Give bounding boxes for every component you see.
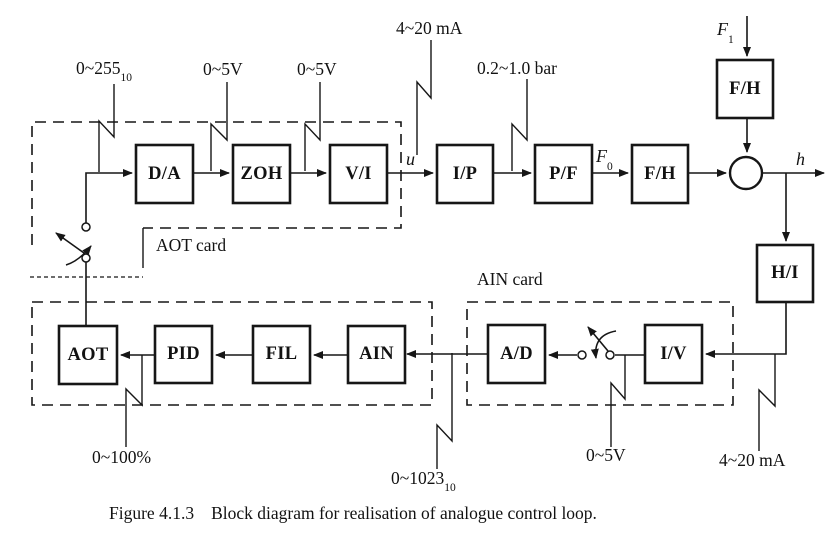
block-label-aot: AOT [67, 344, 109, 365]
block-pid-box [153, 324, 214, 385]
annotation-0-5v-2: 0~5V [297, 59, 337, 79]
leader-bar [511, 79, 528, 171]
annotation-0-100: 0~100% [92, 447, 152, 467]
ain-switch [577, 326, 617, 360]
annotation-bar: 0.2~1.0 bar [477, 58, 557, 78]
block-label-hi: H/I [771, 263, 799, 283]
wire-switch-to-da [85, 169, 133, 223]
block-label-vi: V/I [345, 163, 372, 184]
card-label-ain: AIN card [477, 269, 543, 289]
leader-0-5v-2 [304, 82, 321, 171]
ain-switch-contact-left [577, 350, 587, 360]
card-label-aot: AOT card [156, 235, 227, 255]
leader-0-5v-1 [210, 82, 228, 171]
summing-junction [728, 155, 764, 191]
block-label-ain: AIN [359, 344, 394, 364]
figure-caption: Figure 4.1.3 Block diagram for realisatio… [109, 503, 597, 524]
block-aot-box [57, 324, 119, 386]
ain-switch-blade [587, 326, 609, 352]
block-hi-box [755, 243, 815, 304]
block-label-fh: F/H [644, 163, 676, 184]
block-label-zoh: ZOH [240, 163, 283, 184]
annotation-0-1023: 0~102310 [391, 468, 456, 494]
block-label-pf: P/F [549, 163, 578, 184]
leader-0-100 [125, 355, 143, 447]
block-fh-box [630, 143, 690, 205]
block-label-da: D/A [148, 163, 181, 184]
leader-0-5v-bot [610, 355, 626, 447]
wire-hi-iv [705, 302, 787, 358]
leader-4-20ma-bot [758, 354, 776, 451]
aot-switch-arc [65, 245, 92, 266]
block-zoh-box [231, 143, 292, 205]
annotation-4-20ma-top: 4~20 mA [396, 18, 463, 38]
signal-label-f0: F0 [596, 146, 613, 173]
block-ad-box [486, 323, 547, 385]
signal-label-f1: F1 [717, 19, 734, 46]
signal-wires [85, 16, 825, 359]
ain-switch-arc [590, 330, 617, 359]
block-boxes [57, 58, 815, 386]
annotation-0-5v-bot: 0~5V [586, 445, 626, 465]
aot-card-outline [31, 121, 402, 245]
block-iv-box [643, 323, 704, 385]
block-fil-box [251, 324, 312, 385]
leader-4-20ma-top [416, 40, 432, 155]
aot-switch-blade [55, 232, 85, 254]
block-label-ad: A/D [500, 343, 533, 364]
block-label-fil: FIL [265, 344, 298, 364]
annotation-0-5v-1: 0~5V [203, 59, 243, 79]
callout-leaders [98, 40, 776, 469]
annotation-4-20ma-bot: 4~20 mA [719, 450, 786, 470]
aot-switch-contact-top [81, 222, 91, 232]
leader-0-255 [98, 84, 115, 172]
block-label-iv: I/V [660, 343, 687, 364]
aot-switch [55, 222, 92, 266]
block-pf-box [533, 143, 594, 205]
figure-caption-text: Block diagram for realisation of analogu… [211, 503, 597, 523]
block-ain-box [346, 324, 407, 385]
figure-caption-number: Figure 4.1.3 [109, 503, 195, 523]
block-fh-top-box [715, 58, 775, 120]
leader-0-1023 [436, 353, 453, 469]
signal-label-h: h [796, 149, 805, 169]
ain-switch-contact-right [605, 350, 615, 360]
block-label-ip: I/P [452, 163, 478, 184]
block-da-box [134, 143, 195, 205]
signal-label-u: u [406, 149, 415, 169]
block-label-fh-top: F/H [729, 78, 761, 99]
block-ip-box [435, 143, 495, 205]
annotation-0-255: 0~25510 [76, 58, 132, 84]
block-label-pid: PID [167, 344, 200, 364]
block-vi-box [328, 143, 389, 205]
